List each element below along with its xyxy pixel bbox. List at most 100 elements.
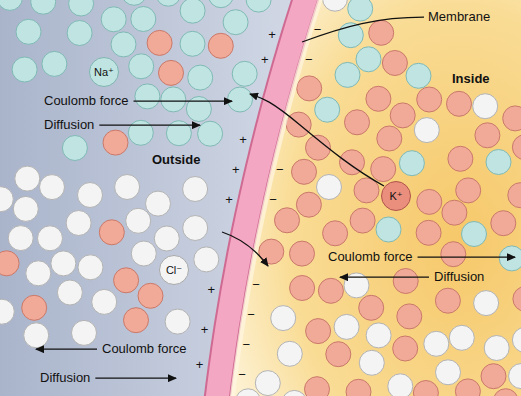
ion-circle [297, 76, 322, 101]
charge-sign: − [243, 338, 251, 352]
ion-circle [475, 123, 500, 148]
ion-circle [377, 126, 402, 151]
ion-circle [188, 65, 213, 90]
ion-circle [126, 208, 151, 233]
force-arrow [36, 348, 97, 349]
ion-circle [183, 177, 208, 202]
ion-circle [38, 226, 63, 251]
ion-circle [350, 208, 375, 233]
ion-circle [512, 327, 521, 352]
ion-circle [290, 276, 315, 301]
ion-circle [40, 175, 65, 200]
ion-circle [503, 106, 521, 131]
ion-circle [474, 291, 499, 316]
ion-circle [499, 246, 521, 271]
ion-circle [159, 60, 184, 85]
ion-circle [67, 21, 92, 46]
ion-circle [103, 130, 128, 155]
charge-sign: + [232, 163, 240, 177]
ion-circle [69, 0, 94, 16]
ion-circle [16, 19, 41, 44]
ion-circle [135, 84, 160, 109]
ion-circle [166, 121, 191, 146]
k-flow-arrow [250, 94, 384, 186]
ion-circle [424, 331, 449, 356]
force-label: Coulomb force [102, 342, 187, 356]
ion-circle [382, 51, 407, 76]
ion-circle [414, 118, 439, 143]
ion-circle [99, 220, 124, 245]
ion-symbol: Na⁺ [94, 67, 114, 78]
ion-circle [101, 7, 126, 32]
ion-circle [156, 0, 181, 6]
ion-circle [290, 241, 315, 266]
charge-sign: + [261, 53, 269, 67]
force-arrow [340, 276, 429, 277]
ion-circle [186, 97, 211, 122]
ion-circle [366, 86, 391, 111]
force-label: Coulomb force [328, 250, 413, 264]
membrane-edge [217, 0, 309, 396]
ion-symbol: Cl⁻ [166, 265, 182, 276]
ion-circle [436, 360, 461, 385]
ion-circle [165, 309, 190, 334]
ion-symbol: K⁺ [389, 191, 402, 202]
ion-circle [277, 341, 302, 366]
charge-sign: − [269, 193, 277, 207]
ion-circle [417, 87, 442, 112]
charge-sign: − [276, 163, 284, 177]
charge-sign: + [239, 133, 247, 147]
charge-sign: + [196, 358, 204, 372]
ion-circle [128, 120, 153, 145]
ion-circle [51, 251, 76, 276]
ion-circle [455, 379, 480, 396]
membrane-halo [232, 0, 324, 396]
force-arrow [134, 100, 232, 101]
ion-circle [129, 54, 154, 79]
charge-sign: − [314, 23, 322, 37]
region-label: Inside [452, 72, 490, 86]
ion-circle [435, 288, 460, 313]
ion-circle [111, 32, 136, 57]
ion-circle [15, 166, 40, 191]
ion-circle [335, 62, 360, 87]
ion-circle [442, 200, 467, 225]
ion-circle [114, 268, 139, 293]
ion-circle [292, 159, 317, 184]
ion-circle [72, 320, 97, 345]
ion-circle [12, 57, 37, 82]
ion-circle [376, 217, 401, 242]
ion-circle [0, 251, 19, 276]
ion-circle [388, 374, 413, 396]
charge-sign: + [268, 28, 276, 42]
charge-sign: − [305, 53, 313, 67]
charge-sign: − [252, 278, 260, 292]
region-label: Outside [152, 153, 200, 167]
ion-circle [493, 389, 518, 396]
ion-circle [447, 91, 472, 116]
force-label: Diffusion [434, 270, 484, 284]
cl-flow-arrow [222, 232, 268, 266]
ion-circle [282, 390, 307, 396]
ion-circle [348, 0, 373, 21]
ion-circle [390, 103, 415, 128]
ion-circle [305, 377, 330, 396]
ion-circle [481, 364, 506, 389]
ion-circle [397, 304, 422, 329]
ion-circle [0, 299, 14, 324]
ion-circle [131, 241, 156, 266]
ion-node: Cl⁻ [159, 255, 189, 285]
force-arrow [418, 256, 515, 257]
ion-circle [345, 110, 370, 135]
ion-circle [131, 7, 156, 32]
ion-circle [484, 336, 509, 361]
ion-circle [232, 61, 257, 86]
ion-circle [359, 295, 384, 320]
ion-circle [24, 323, 49, 348]
ion-circle [371, 157, 396, 182]
charge-sign: + [201, 323, 209, 337]
ion-circle [441, 242, 466, 267]
ion-circle [92, 289, 117, 314]
